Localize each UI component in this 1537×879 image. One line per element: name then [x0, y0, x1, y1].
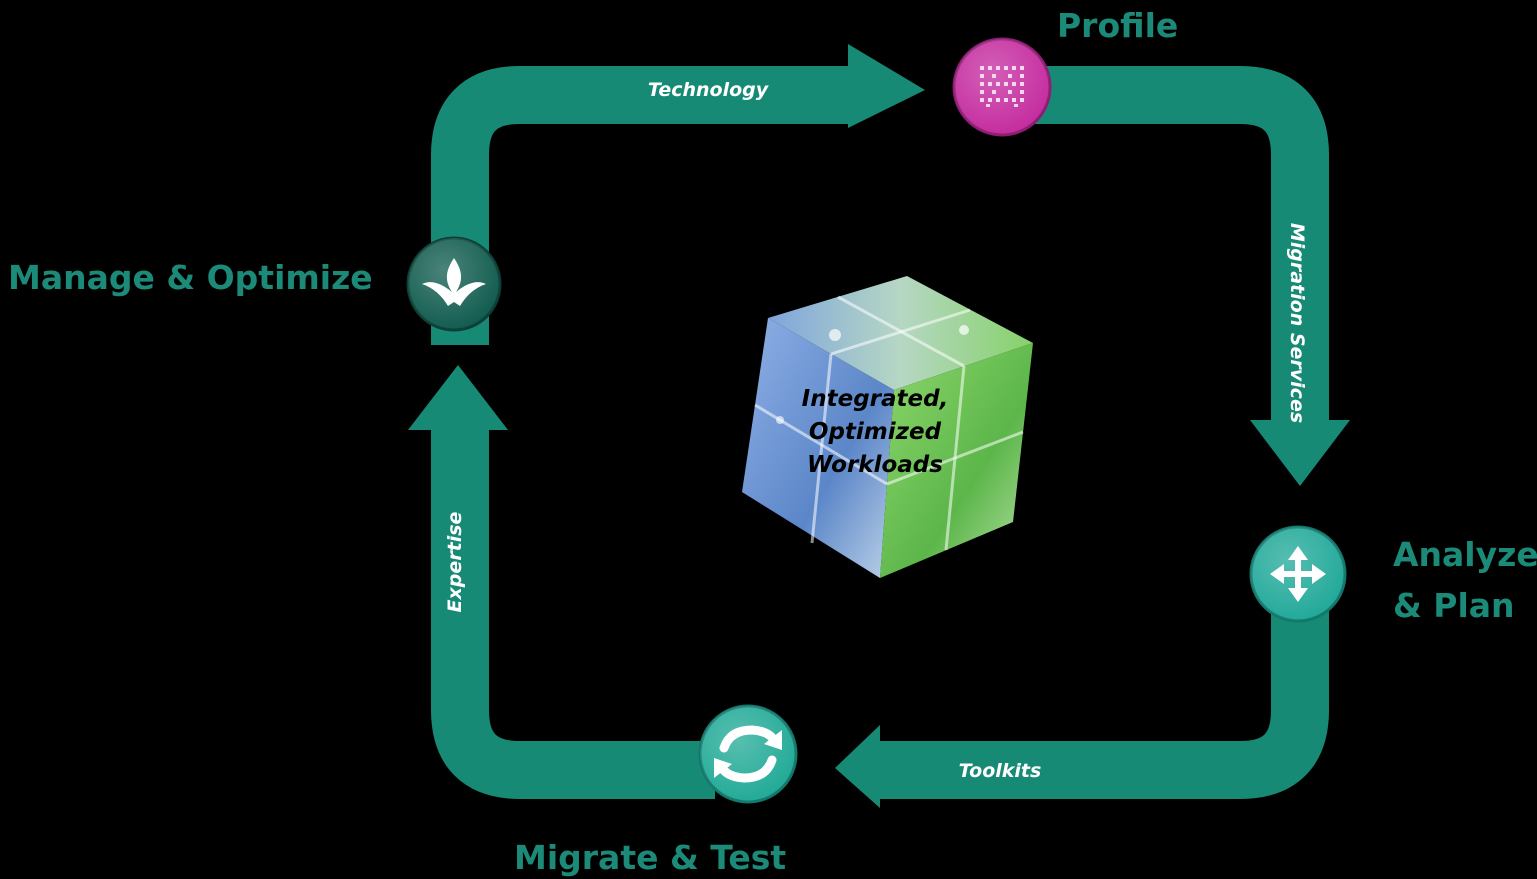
center-caption-line2: Optimized	[808, 419, 942, 445]
migrate-test-label: Migrate & Test	[514, 838, 787, 877]
refresh-arrows-icon	[717, 725, 779, 783]
manage-optimize-node	[406, 236, 502, 332]
center-caption: Integrated, Optimized Workloads	[740, 383, 1010, 482]
analyze-plan-label-line1: Analyze	[1393, 535, 1537, 574]
technology-arrowhead	[848, 44, 925, 128]
analyze-plan-label-line2: & Plan	[1393, 586, 1515, 625]
technology-arrow-label: Technology	[648, 79, 770, 101]
profile-label: Profile	[1057, 6, 1179, 45]
manage-optimize-label: Manage & Optimize	[8, 258, 373, 297]
cube-icon	[742, 276, 1033, 578]
center-caption-line3: Workloads	[807, 452, 943, 478]
toolkits-arrowhead	[835, 725, 880, 808]
expertise-arrow-label: Expertise	[444, 511, 466, 612]
center-caption-line1: Integrated,	[801, 386, 949, 412]
profile-node	[952, 37, 1052, 137]
grid-dots-icon	[980, 66, 1024, 107]
analyze-plan-node	[1249, 525, 1347, 623]
migrate-test-node	[698, 704, 798, 804]
migration-services-arrow-label: Migration Services	[1286, 223, 1308, 423]
cycle-loop-band	[431, 66, 1329, 799]
migration-services-arrowhead	[1250, 420, 1350, 486]
toolkits-arrow-label: Toolkits	[959, 760, 1042, 782]
expertise-arrowhead	[408, 365, 508, 430]
move-arrows-icon	[1270, 546, 1326, 602]
fleur-de-lis-icon	[422, 258, 486, 306]
